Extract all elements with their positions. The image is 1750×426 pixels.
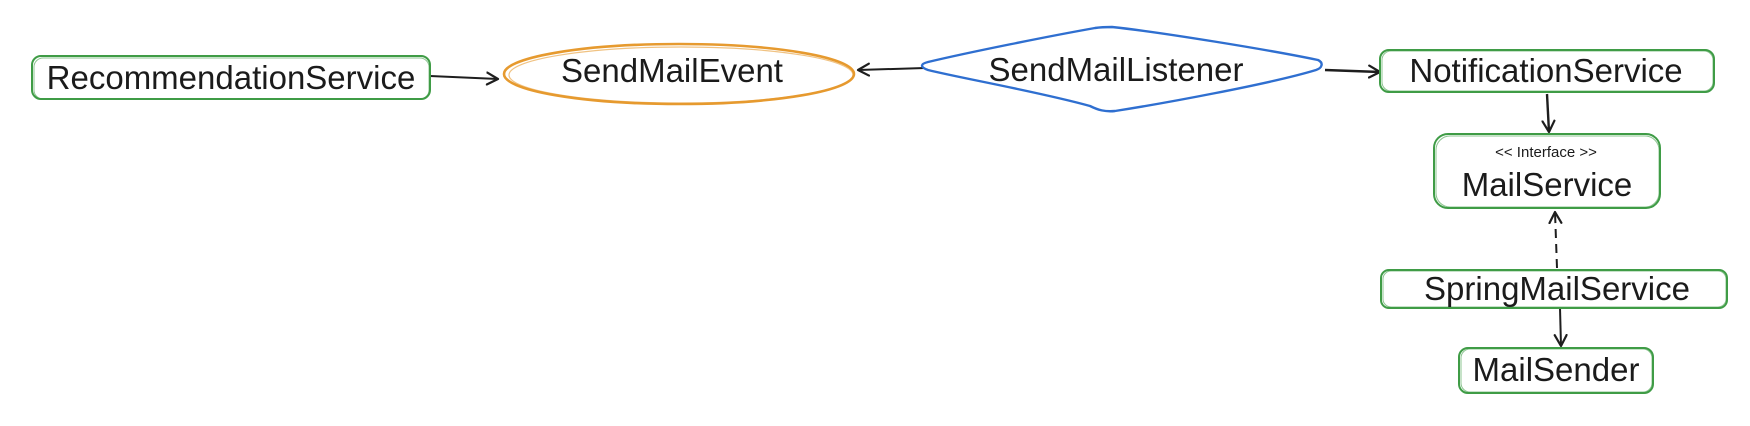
node-spring-mail-service[interactable]: SpringMailService — [1380, 269, 1728, 309]
node-label: NotificationService — [1409, 52, 1682, 89]
node-label: MailSender — [1473, 351, 1640, 388]
node-send-mail-event[interactable]: SendMailEvent — [502, 42, 856, 106]
node-label: SpringMailService — [1424, 270, 1690, 307]
edge-springmail-to-mailservice — [1555, 212, 1557, 269]
node-mail-service[interactable]: << Interface >> MailService — [1433, 133, 1661, 209]
edges — [429, 68, 1561, 346]
node-send-mail-listener[interactable]: SendMailListener — [920, 25, 1323, 113]
node-label: MailService — [1462, 166, 1633, 203]
edge-springmail-to-mailsender — [1560, 307, 1561, 346]
node-label: SendMailEvent — [561, 52, 783, 89]
edge-recommendation-to-event — [429, 76, 498, 79]
node-notification-service[interactable]: NotificationService — [1379, 49, 1715, 93]
edge-notification-to-mailservice — [1547, 93, 1549, 132]
node-recommendation-service[interactable]: RecommendationService — [31, 55, 431, 100]
node-mail-sender[interactable]: MailSender — [1458, 347, 1654, 394]
edge-listener-to-notification — [1324, 70, 1380, 72]
node-stereotype: << Interface >> — [1495, 144, 1597, 161]
node-label: RecommendationService — [47, 59, 416, 96]
edge-listener-to-event — [858, 68, 926, 70]
node-label: SendMailListener — [989, 51, 1244, 88]
